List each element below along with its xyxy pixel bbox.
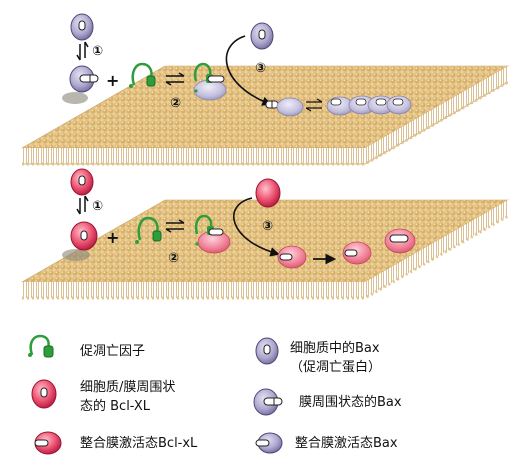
plus-sign: + [106, 71, 119, 90]
bclxl-integral-icon-2 [342, 241, 372, 265]
legend-label-bh3: 促凋亡因子 [80, 344, 146, 359]
bclxl-cytosolic-icon-2 [255, 178, 281, 208]
legend-label-bclxl-cytosolic-line2: 态的 Bcl-XL [80, 399, 151, 414]
step-2-label-bottom: ② [168, 251, 179, 266]
legend-label-bclxl-integral: 整合膜激活态Bcl-xL [80, 436, 198, 451]
step-1-label-bottom: ① [92, 199, 103, 214]
bclxl-integral-icon-3 [384, 228, 416, 254]
bottom-panel-bclxl: ① + ② ③ [20, 168, 510, 300]
legend-label-bclxl-cytosolic-line1: 细胞质/膜周围状 [80, 380, 176, 395]
legend-label-bax-cytosolic-line1: 细胞质中的Bax [290, 341, 380, 356]
arrow-step3-top [225, 35, 272, 106]
equilibrium-arrow-step1-bottom [76, 195, 89, 215]
legend-icon-bax-cytosolic [255, 337, 279, 365]
step-3-label-bottom: ③ [262, 219, 273, 234]
bax-integral-icon [265, 97, 304, 117]
bh3-protein-icon [129, 62, 156, 88]
legend-icon-bax-integral [255, 432, 283, 454]
bax-peripheral-icon [62, 65, 99, 104]
legend-icon-bclxl-cytosolic [31, 379, 57, 409]
legend-label-bax-integral: 整合膜激活态Bax [295, 436, 398, 451]
bclxl-bh3-complex-icon [194, 214, 231, 254]
bclxl-integral-icon [277, 245, 307, 269]
legend-label-bax-peripheral: 膜周围状态的Bax [299, 395, 402, 410]
legend-icon-bh3 [28, 334, 54, 358]
membrane-top [20, 65, 510, 166]
legend-icon-bax-peripheral [253, 388, 283, 416]
arrow-step3-bottom [233, 197, 280, 257]
top-panel-bax: ① + ② [20, 13, 510, 166]
equilibrium-arrow-step2 [165, 72, 185, 86]
legend-icon-bclxl-integral [34, 431, 62, 455]
bclxl-cytosolic-icon [70, 168, 94, 196]
equilibrium-arrow-step1 [76, 41, 89, 61]
bh3-protein-icon-bottom [135, 216, 162, 244]
step-1-label: ① [92, 44, 103, 59]
equilibrium-arrow-step2-bottom [165, 219, 185, 233]
equilibrium-arrow-oligo [305, 98, 323, 112]
bax-cytosolic-icon-2 [250, 22, 274, 50]
bax-oligomer-icon [326, 95, 412, 116]
bclxl-peripheral-icon [62, 221, 98, 261]
step-3-label: ③ [255, 61, 266, 76]
legend-label-bax-cytosolic-line2: （促凋亡蛋白） [290, 360, 382, 375]
bax-bh3-complex-icon [193, 62, 227, 101]
step-2-label: ② [170, 96, 181, 111]
plus-sign-bottom: + [106, 228, 119, 247]
bax-cytosolic-icon [70, 13, 94, 41]
